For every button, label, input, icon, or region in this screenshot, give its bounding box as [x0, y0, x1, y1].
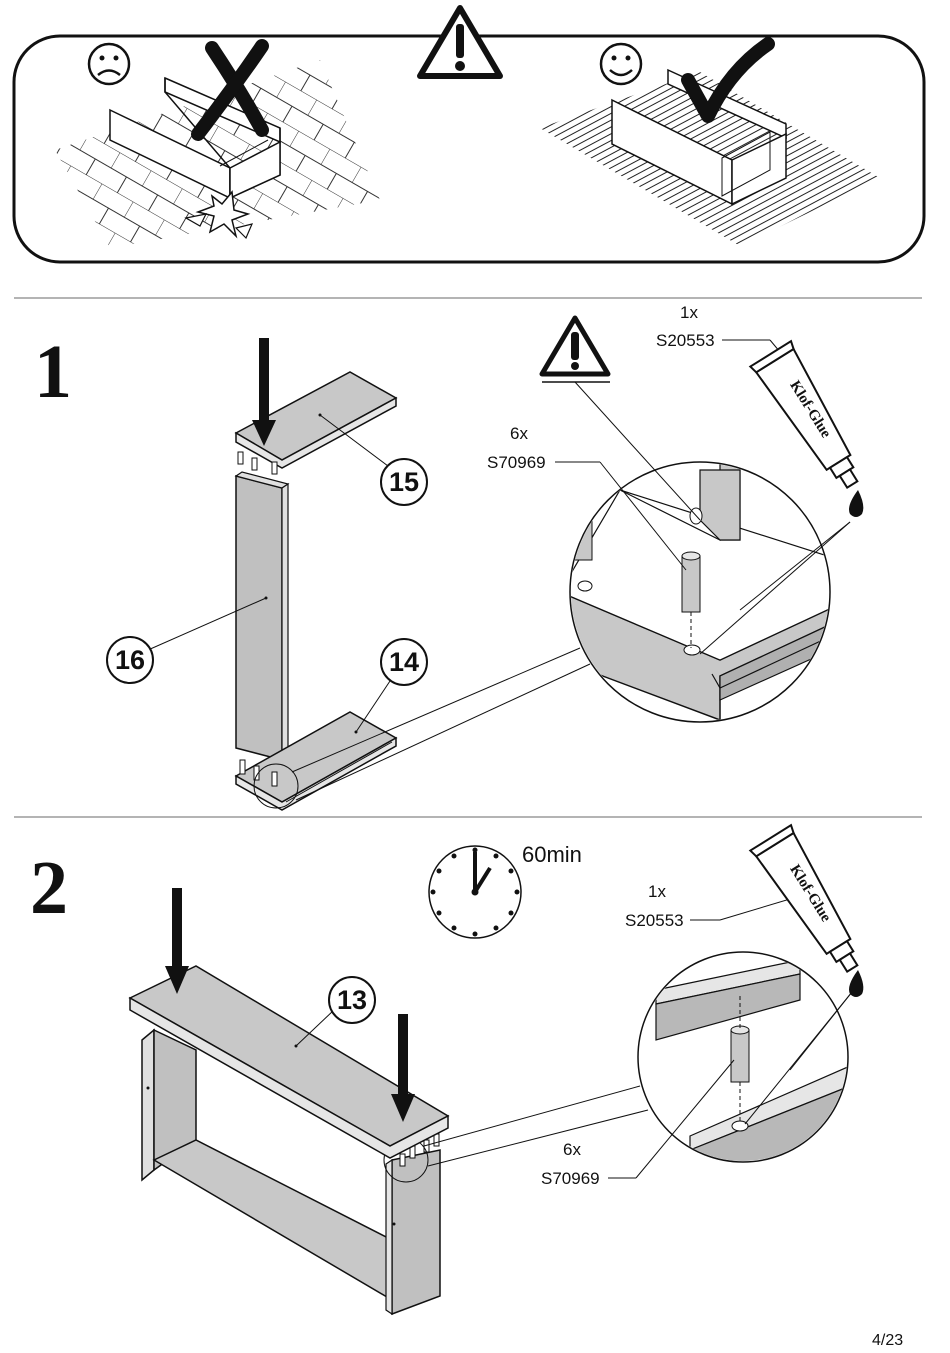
part-callout-16: 16 [106, 636, 154, 684]
step1-warning-triangle-icon [539, 315, 611, 383]
clock-icon [428, 845, 522, 939]
x-mark-icon [191, 39, 269, 141]
warning-panel [12, 5, 926, 264]
step1-dowel-code: S70969 [487, 453, 546, 472]
step1-detail-circle [555, 339, 851, 723]
step2-wait-time: 60min [522, 842, 582, 867]
step1-glue-tube-icon: Klof-Glue [748, 339, 859, 490]
step1-dowel-qty: 6x [510, 424, 528, 443]
step1-glue-drop-icon [849, 490, 864, 517]
part-callout-15: 15 [380, 458, 428, 506]
page-number: 4/23 [872, 1332, 904, 1349]
down-arrow-icon [165, 888, 189, 994]
step1-glue-qty: 1x [680, 303, 698, 322]
step1-number: 1 [34, 330, 72, 414]
step2-glue-qty: 1x [648, 882, 666, 901]
step2-detail-circle [608, 895, 853, 1179]
step1-glue-code: S20553 [656, 331, 715, 350]
step2-number: 2 [30, 846, 68, 930]
sad-face-icon [87, 42, 131, 86]
happy-face-icon [599, 42, 643, 86]
check-mark-icon [681, 37, 775, 123]
part-callout-13: 13 [328, 976, 376, 1024]
step2-glue-code: S20553 [625, 911, 684, 930]
down-arrow-icon [391, 1014, 415, 1122]
step2-dowel-code: S70969 [541, 1169, 600, 1188]
part-callout-14: 14 [380, 638, 428, 686]
step2-illustration [128, 888, 649, 1316]
warning-triangle-icon [417, 5, 503, 79]
step1-illustration [147, 338, 591, 811]
step2-dowel-qty: 6x [563, 1140, 581, 1159]
step2-glue-drop-icon [849, 970, 864, 997]
down-arrow-icon [252, 338, 276, 446]
